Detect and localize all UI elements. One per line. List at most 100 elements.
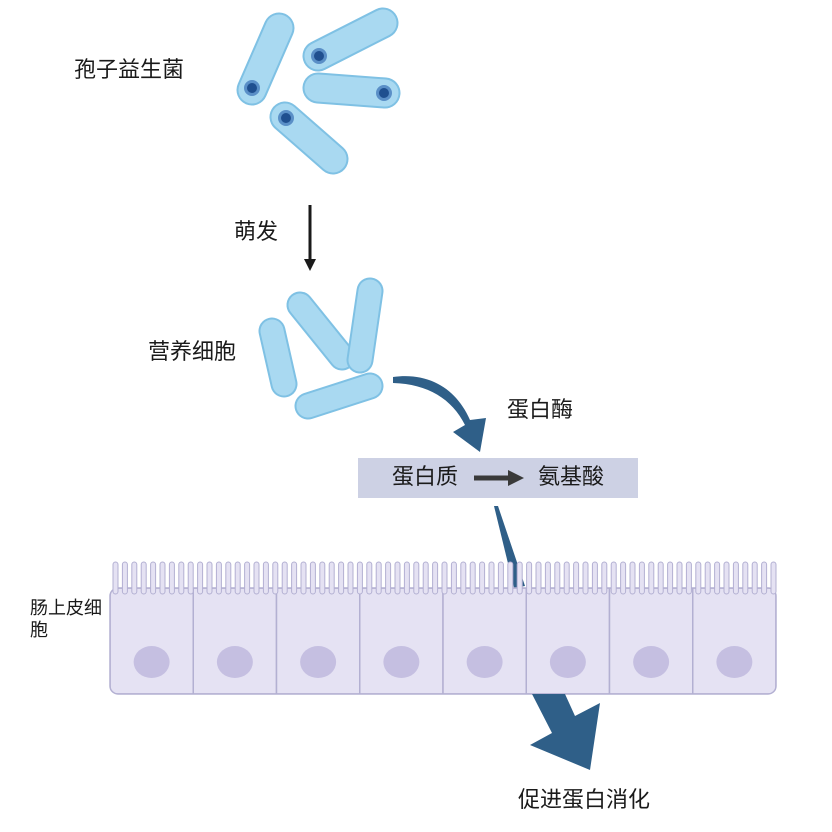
microvillus	[385, 561, 392, 595]
cell-nucleus	[716, 646, 753, 678]
microvillus	[234, 561, 241, 595]
microvillus	[507, 561, 514, 595]
microvillus	[262, 561, 269, 595]
vegetative-cell	[258, 317, 298, 398]
microvillus	[150, 561, 157, 595]
microvillus	[620, 561, 627, 595]
microvillus	[206, 561, 213, 595]
vegetative-cells-group	[258, 277, 384, 420]
microvillus	[244, 561, 251, 595]
microvillus	[291, 561, 298, 595]
microvillus	[732, 561, 739, 595]
microvillus	[281, 561, 288, 595]
epithelial-cell	[608, 588, 694, 694]
germination-label: 萌发	[234, 220, 279, 245]
microvillus	[178, 561, 185, 595]
intestinal-epithelial-cell-label: 肠上皮细胞	[30, 598, 102, 641]
vegetative-cell	[346, 277, 384, 374]
microvillus	[140, 561, 147, 595]
microvillus	[375, 561, 382, 595]
microvillus	[554, 561, 561, 595]
microvillus	[535, 561, 542, 595]
microvillus	[704, 561, 711, 595]
epithelial-cell	[275, 588, 361, 694]
protein-reaction-box: 蛋白质 氨基酸	[358, 458, 638, 498]
microvillus	[563, 561, 570, 595]
microvillus	[432, 561, 439, 595]
microvillus	[319, 561, 326, 595]
microvillus	[309, 561, 316, 595]
cell-nucleus	[216, 646, 253, 678]
vegetative-cell	[294, 372, 384, 420]
microvillus	[460, 561, 467, 595]
protein-substrate-label: 蛋白质	[391, 465, 458, 490]
microvillus	[601, 561, 608, 595]
microvillus	[667, 561, 674, 595]
microvillus	[422, 561, 429, 595]
amino-acid-product-label: 氨基酸	[538, 465, 605, 490]
microvillus	[441, 561, 448, 595]
microvillus	[338, 561, 345, 595]
microvillus	[676, 561, 683, 595]
microvillus	[121, 561, 128, 595]
microvillus	[450, 561, 457, 595]
epithelial-cell	[692, 588, 776, 694]
vegetative-cell	[286, 291, 356, 371]
reaction-arrow-icon	[474, 470, 524, 486]
microvillus	[394, 561, 401, 595]
microvillus	[516, 561, 523, 595]
intestinal-epithelium	[110, 588, 776, 694]
microvillus	[723, 561, 730, 595]
spore-bacterium	[302, 7, 399, 72]
microvillus	[714, 561, 721, 595]
spore-bacterium	[236, 12, 295, 106]
cell-nucleus	[633, 646, 670, 678]
epithelial-cell	[192, 588, 278, 694]
microvillus	[657, 561, 664, 595]
microvillus	[469, 561, 476, 595]
microvillus	[488, 561, 495, 595]
microvillus	[159, 561, 166, 595]
spore-bacteria-group	[236, 7, 401, 175]
microvillus	[366, 561, 373, 595]
microvillus	[347, 561, 354, 595]
microvillus	[770, 561, 777, 595]
microvillus	[300, 561, 307, 595]
microvillus	[582, 561, 589, 595]
microvillus	[573, 561, 580, 595]
cell-nucleus	[383, 646, 420, 678]
epithelial-cell	[442, 588, 527, 694]
microvillus	[356, 561, 363, 595]
microvillus	[197, 561, 204, 595]
spore-bacterium	[269, 101, 349, 175]
microvillus	[187, 561, 194, 595]
microvillus	[112, 561, 119, 595]
microvillus	[328, 561, 335, 595]
microvillus	[629, 561, 636, 595]
microvillus	[648, 561, 655, 595]
vegetative-cell-label: 营养细胞	[148, 340, 237, 365]
microvilli-row	[112, 561, 777, 595]
microvillus	[695, 561, 702, 595]
microvillus	[479, 561, 486, 595]
microvillus	[751, 561, 758, 595]
microvillus	[526, 561, 533, 595]
epithelial-cell	[525, 588, 611, 694]
microvillus	[272, 561, 279, 595]
protease-arrow	[393, 376, 486, 452]
microvillus	[497, 561, 504, 595]
cell-nucleus	[133, 646, 170, 678]
cell-nucleus	[466, 646, 503, 678]
protein-digestion-label: 促进蛋白消化	[518, 788, 651, 813]
microvillus	[761, 561, 768, 595]
epithelial-cell	[110, 588, 194, 694]
microvillus	[413, 561, 420, 595]
digestion-output-arrow	[530, 694, 600, 770]
spore-probiotic-label: 孢子益生菌	[74, 58, 185, 83]
microvillus	[638, 561, 645, 595]
microvillus	[168, 561, 175, 595]
microvillus	[610, 561, 617, 595]
microvillus	[742, 561, 749, 595]
microvillus	[403, 561, 410, 595]
